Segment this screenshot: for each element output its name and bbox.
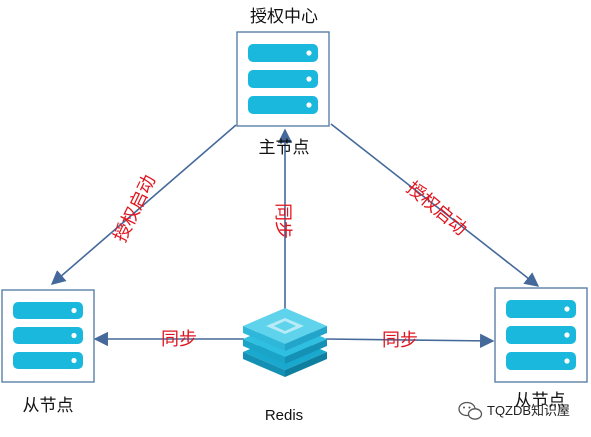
master-node-label: 主节点 bbox=[259, 138, 310, 158]
server-icon bbox=[248, 44, 318, 114]
edge-label-auth-right: 授权启动 bbox=[402, 178, 471, 240]
arrow-auth-to-left bbox=[50, 124, 237, 285]
slave-right-server bbox=[494, 287, 588, 383]
master-server bbox=[236, 31, 330, 127]
connectors bbox=[50, 123, 540, 349]
wechat-icon bbox=[458, 401, 483, 420]
edge-label-auth-left: 授权启动 bbox=[110, 172, 160, 246]
arrow-auth-to-right bbox=[330, 123, 540, 287]
edge-label-sync-left: 同步 bbox=[161, 329, 197, 350]
watermark-text: TQZDB知识屋 bbox=[487, 403, 570, 418]
auth-center-label: 授权中心 bbox=[250, 7, 318, 27]
server-icon bbox=[13, 302, 83, 369]
server-icon bbox=[506, 300, 576, 370]
redis-stack-icon bbox=[243, 308, 327, 377]
redis-label: Redis bbox=[265, 407, 303, 424]
arrow-redis-to-right bbox=[325, 333, 495, 349]
slave-left-label: 从节点 bbox=[23, 396, 74, 416]
edge-label-sync-right: 同步 bbox=[382, 330, 418, 351]
edge-label-sync-vertical: 同步 bbox=[272, 203, 293, 239]
slave-right-label: 从节点 bbox=[515, 391, 566, 411]
slave-left-server bbox=[1, 289, 95, 383]
watermark: TQZDB知识屋 bbox=[458, 401, 570, 420]
